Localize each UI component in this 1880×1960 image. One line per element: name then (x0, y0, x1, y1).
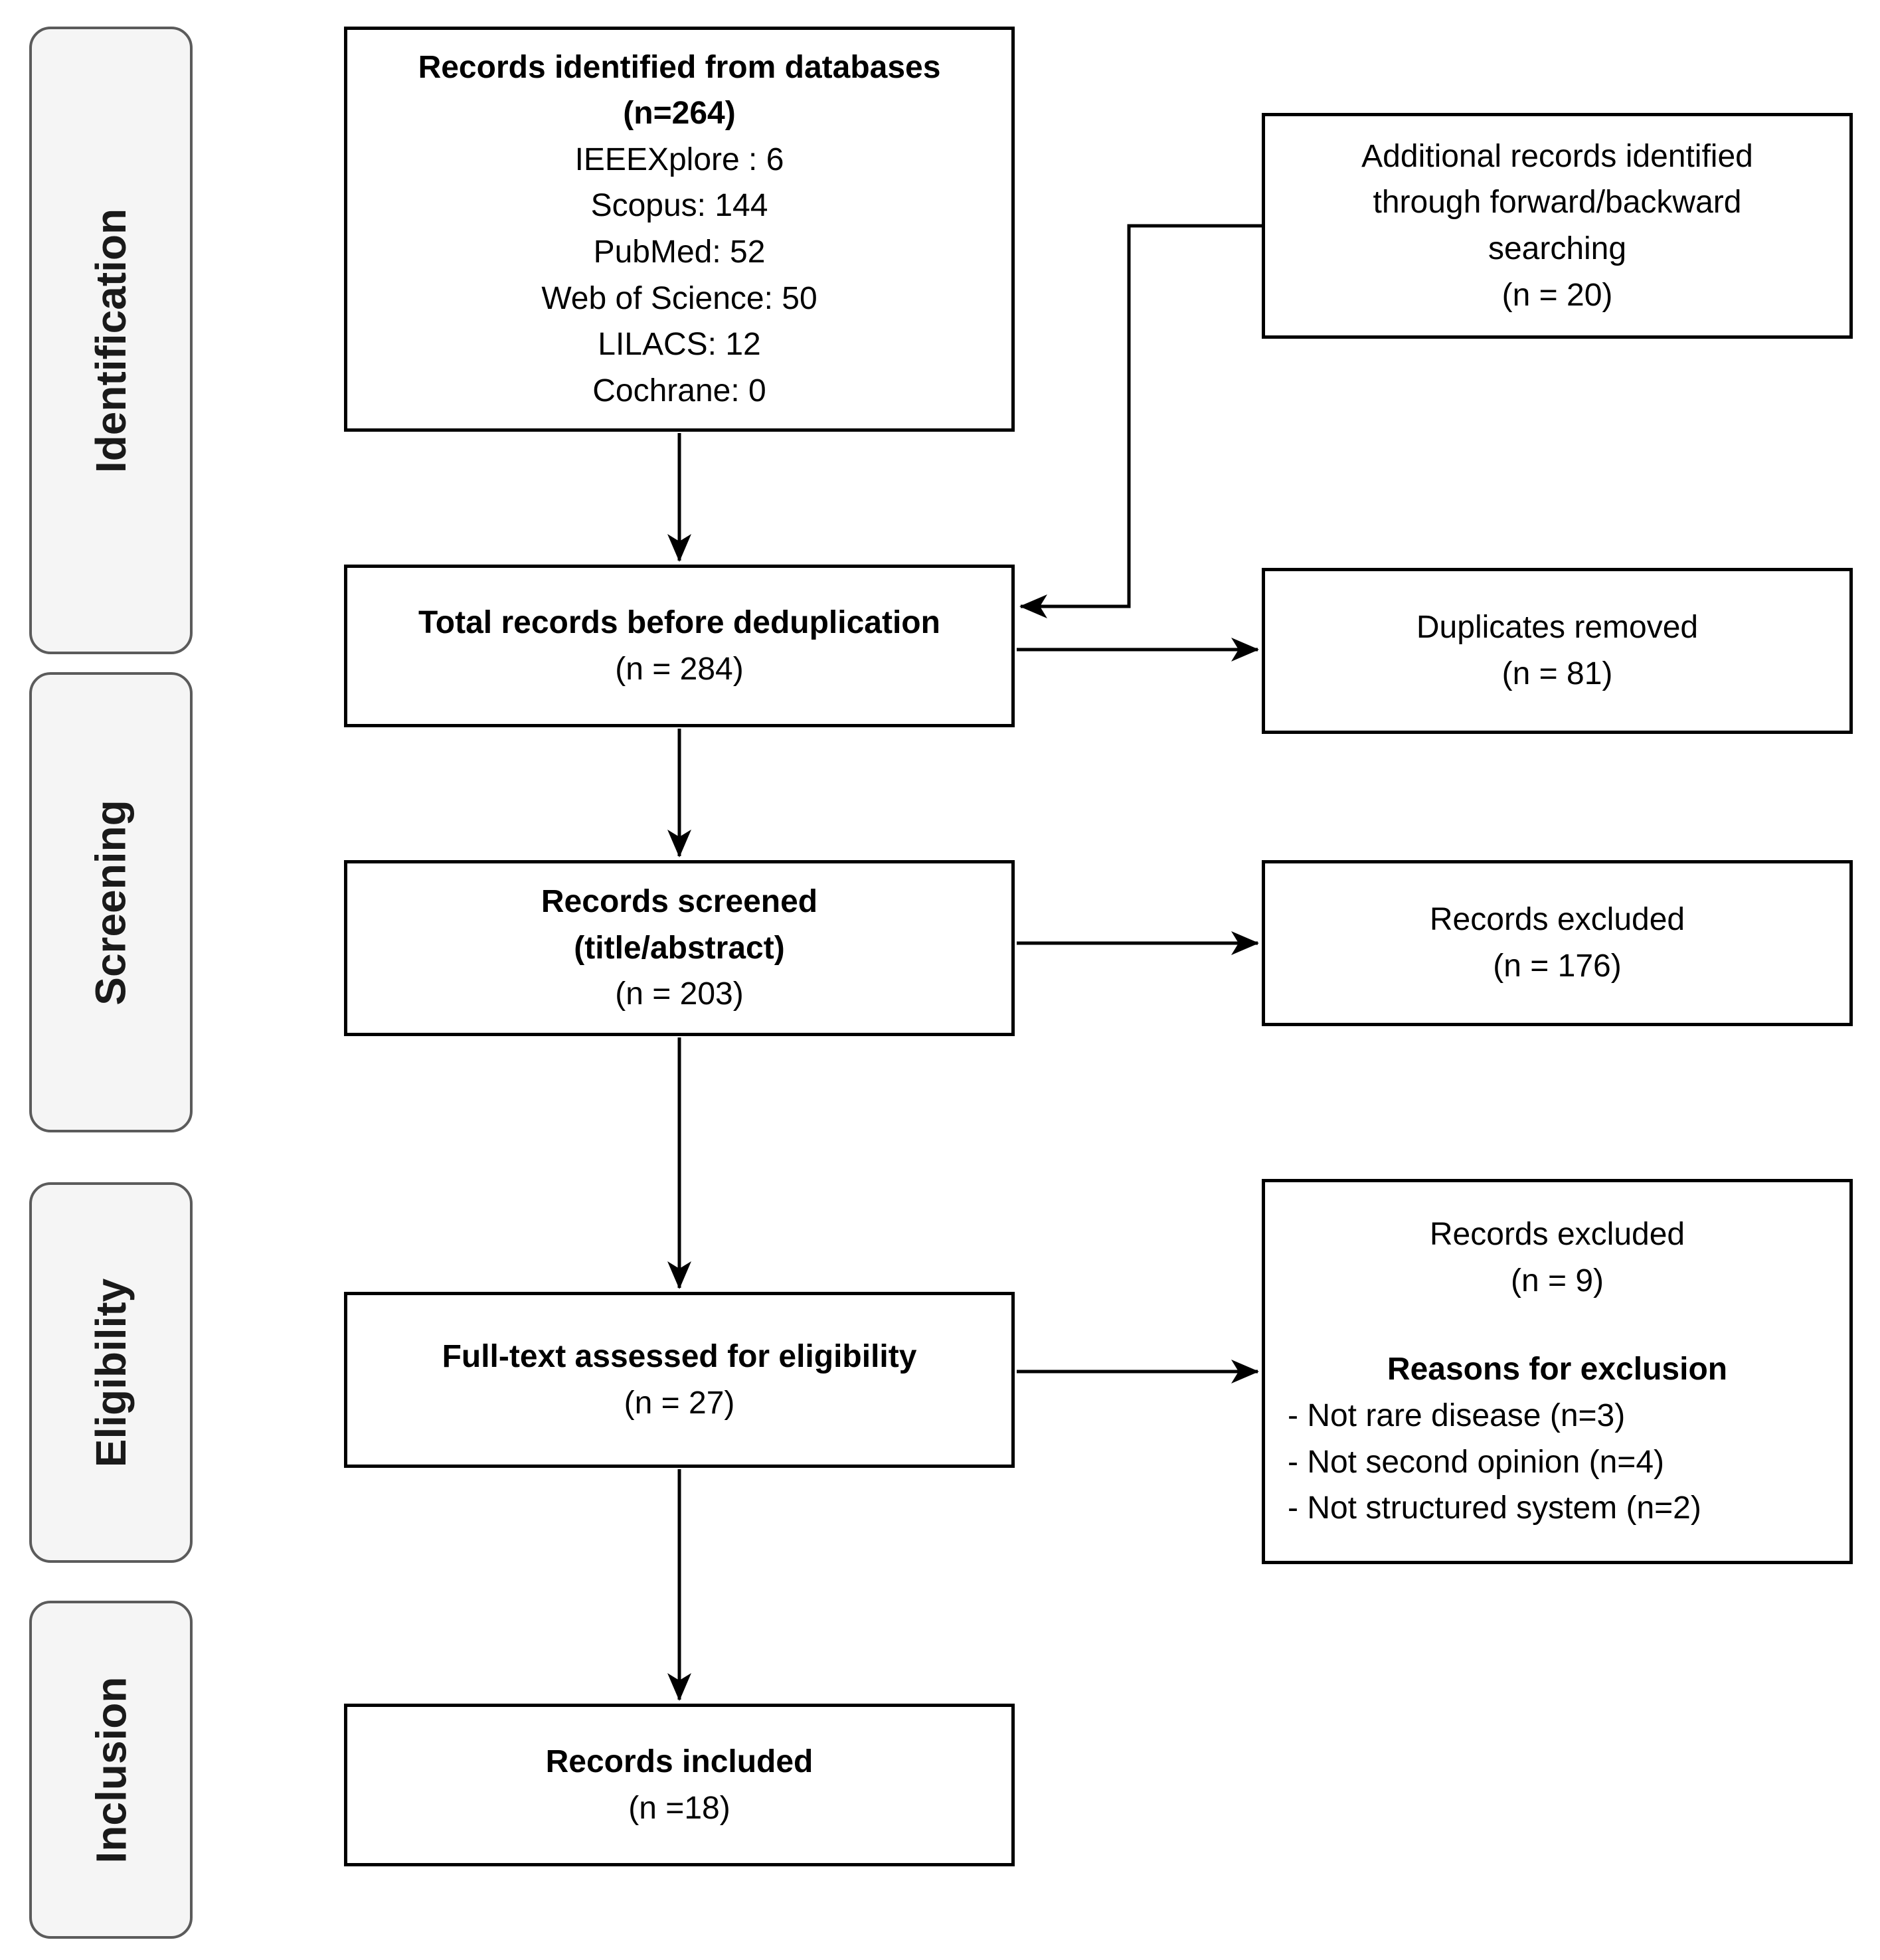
box-records-identified-count: (n=264) (623, 96, 736, 132)
reasons-for-exclusion-heading: Reasons for exclusion (1387, 1352, 1728, 1387)
box-records-excluded-fulltext-count: (n = 9) (1510, 1263, 1604, 1298)
source-cochrane: Cochrane: 0 (592, 373, 766, 408)
box-records-excluded-screening-count: (n = 176) (1493, 948, 1622, 984)
box-records-excluded-screening: Records excluded (n = 176) (1262, 860, 1853, 1026)
source-pubmed: PubMed: 52 (593, 234, 766, 270)
spacer (1265, 1304, 1849, 1346)
box-duplicates-removed: Duplicates removed (n = 81) (1262, 568, 1853, 734)
box-duplicates-removed-title: Duplicates removed (1416, 610, 1699, 646)
stage-label-screening: Screening (87, 799, 135, 1006)
box-records-screened-title: Records screened (541, 884, 818, 920)
box-total-before-dedup-title: Total records before deduplication (418, 604, 940, 640)
exclusion-reason-not-structured-system: - Not structured system (n=2) (1288, 1490, 1701, 1526)
box-records-screened: Records screened (title/abstract) (n = 2… (344, 860, 1015, 1036)
box-fulltext-assessed-title: Full-text assessed for eligibility (442, 1338, 917, 1374)
stage-label-inclusion: Inclusion (87, 1676, 135, 1863)
exclusion-reason-not-second-opinion: - Not second opinion (n=4) (1288, 1444, 1664, 1480)
box-records-excluded-screening-title: Records excluded (1429, 902, 1685, 938)
box-additional-records-line3: searching (1488, 231, 1627, 266)
box-fulltext-assessed-count: (n = 27) (624, 1385, 735, 1421)
box-total-before-dedup-count: (n = 284) (615, 651, 744, 687)
exclusion-reason-not-rare-disease: - Not rare disease (n=3) (1288, 1398, 1626, 1433)
stage-label-identification: Identification (87, 208, 135, 473)
box-fulltext-assessed: Full-text assessed for eligibility (n = … (344, 1292, 1015, 1468)
box-records-included: Records included (n =18) (344, 1704, 1015, 1866)
stage-eligibility: Eligibility (29, 1182, 193, 1563)
box-additional-records-count: (n = 20) (1501, 277, 1613, 313)
source-web-of-science: Web of Science: 50 (541, 280, 817, 316)
stage-inclusion: Inclusion (29, 1601, 193, 1939)
stage-screening: Screening (29, 672, 193, 1132)
box-additional-records-line2: through forward/backward (1373, 185, 1742, 221)
box-records-identified: Records identified from databases (n=264… (344, 27, 1015, 432)
box-records-included-count: (n =18) (628, 1790, 730, 1826)
box-records-excluded-fulltext: Records excluded (n = 9) Reasons for exc… (1262, 1179, 1853, 1564)
stage-identification: Identification (29, 27, 193, 654)
arrow-additional-records-to-dedup (1019, 224, 1262, 618)
box-records-identified-title: Records identified from databases (418, 49, 941, 85)
box-total-before-dedup: Total records before deduplication (n = … (344, 565, 1015, 727)
box-records-screened-count: (n = 203) (615, 976, 744, 1012)
source-scopus: Scopus: 144 (590, 188, 768, 224)
source-ieeexplore: IEEEXplore : 6 (574, 141, 784, 177)
stage-label-eligibility: Eligibility (87, 1278, 135, 1467)
box-records-screened-subtitle: (title/abstract) (574, 930, 785, 966)
box-records-included-title: Records included (545, 1743, 813, 1779)
box-duplicates-removed-count: (n = 81) (1501, 656, 1613, 691)
source-lilacs: LILACS: 12 (598, 327, 761, 363)
box-records-excluded-fulltext-title: Records excluded (1429, 1217, 1685, 1253)
box-additional-records-line1: Additional records identified (1361, 138, 1753, 174)
box-additional-records: Additional records identified through fo… (1262, 113, 1853, 339)
